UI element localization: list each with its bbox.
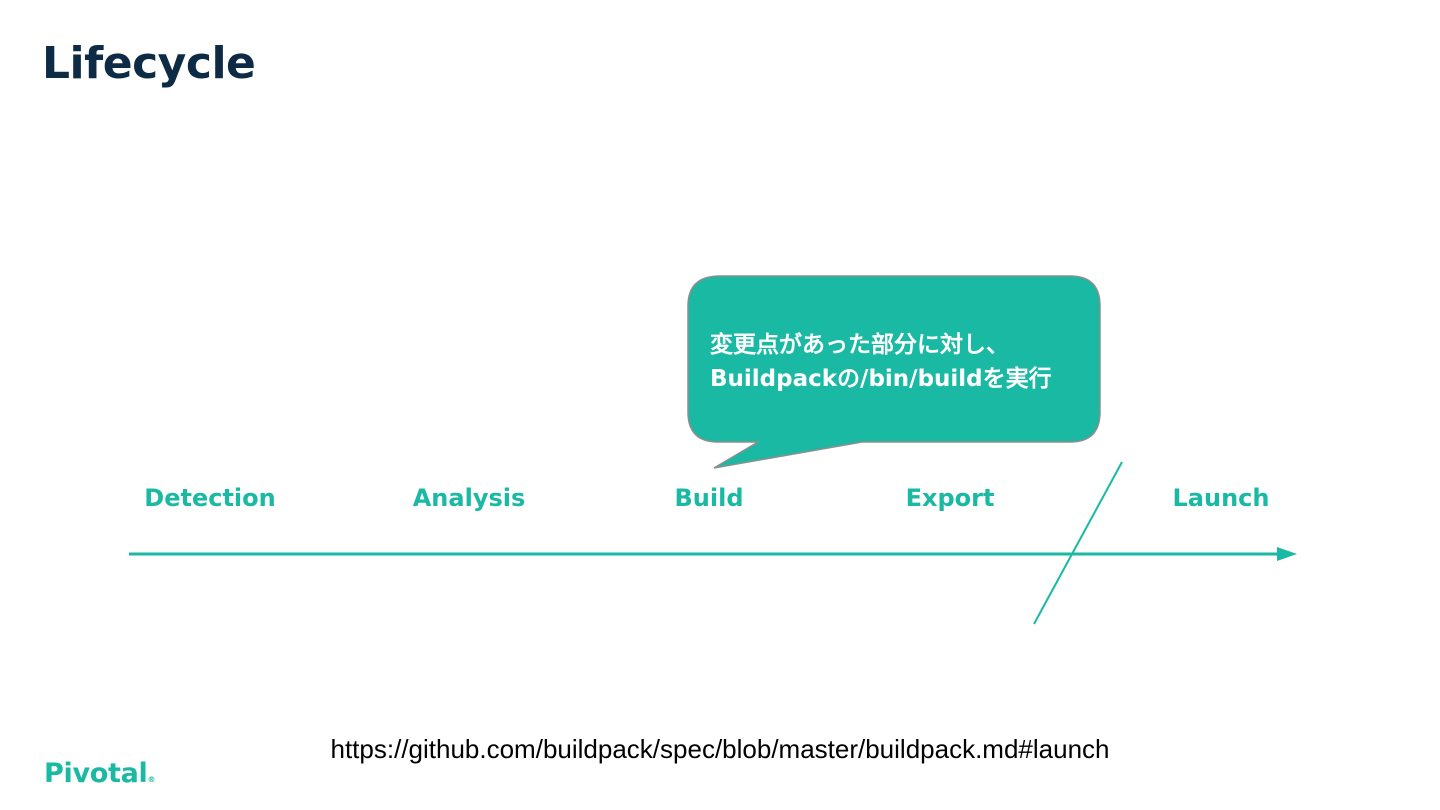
stage-export: Export <box>905 484 995 512</box>
timeline-arrowhead <box>1277 547 1297 561</box>
callout-line-2: Buildpackの/bin/buildを実行 <box>710 366 1052 392</box>
stage-build: Build <box>674 484 744 512</box>
callout-text: 変更点があった部分に対し、 Buildpackの/bin/buildを実行 <box>710 328 1090 396</box>
stage-detection: Detection <box>144 484 276 512</box>
phase-divider <box>1033 461 1123 625</box>
registered-mark: ® <box>147 775 156 784</box>
callout-line-1: 変更点があった部分に対し、 <box>710 332 1009 358</box>
source-url: https://github.com/buildpack/spec/blob/m… <box>330 734 1110 764</box>
slide-title: Lifecycle <box>42 38 256 89</box>
callout-bubble <box>687 275 1101 469</box>
logo-text: Pivotal <box>44 758 148 789</box>
stage-analysis: Analysis <box>412 484 526 512</box>
pivotal-logo: Pivotal® <box>44 758 155 789</box>
stage-launch: Launch <box>1172 484 1270 512</box>
